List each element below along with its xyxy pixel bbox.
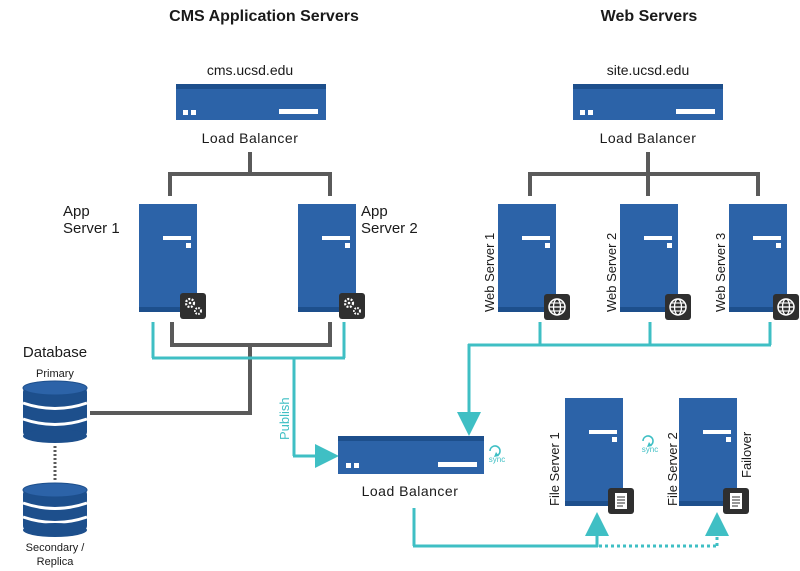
cms-domain: cms.ucsd.edu — [207, 62, 293, 78]
globe-icon — [544, 294, 570, 320]
sync-icon — [642, 435, 654, 447]
app-server-2-label-line1: App — [361, 203, 388, 220]
app-server-1-label-line2: Server 1 — [63, 220, 120, 237]
publish-label: Publish — [277, 397, 292, 440]
cms-heading: CMS Application Servers — [169, 8, 359, 25]
sync-icon — [489, 445, 501, 457]
sync-label: sync — [489, 455, 505, 464]
app-server-2-label-line2: Server 2 — [361, 220, 418, 237]
cms-load-balancer — [176, 84, 326, 120]
sync-label: sync — [642, 445, 658, 454]
failover-dotted-connector — [599, 512, 729, 548]
document-icon — [608, 488, 634, 514]
app-server-1-label-line1: App — [63, 203, 90, 220]
file-server-2-label: File Server 2 — [665, 432, 680, 506]
teal-connectors — [151, 322, 772, 548]
database-secondary-label-line1: Secondary / — [26, 542, 86, 554]
primary-database-icon — [22, 380, 88, 443]
web-server-3-label: Web Server 3 — [713, 233, 728, 312]
web-server-2-label: Web Server 2 — [604, 233, 619, 312]
gears-icon — [180, 293, 206, 319]
web-heading: Web Servers — [601, 8, 698, 25]
cms-load-balancer-label: Load Balancer — [202, 130, 299, 146]
database-title: Database — [23, 344, 87, 361]
web-load-balancer — [573, 84, 723, 120]
gray-connectors — [90, 152, 760, 415]
document-icon — [723, 488, 749, 514]
database-secondary-label-line2: Replica — [37, 556, 75, 568]
globe-icon — [773, 294, 799, 320]
shared-load-balancer-label: Load Balancer — [362, 483, 459, 499]
globe-icon — [665, 294, 691, 320]
gears-icon — [339, 293, 365, 319]
web-server-1-label: Web Server 1 — [482, 233, 497, 312]
database-primary-label: Primary — [36, 368, 74, 380]
web-server-1 — [498, 204, 556, 312]
shared-load-balancer — [338, 436, 484, 474]
secondary-database-icon — [22, 482, 88, 537]
file-server-1-label: File Server 1 — [547, 432, 562, 506]
web-domain: site.ucsd.edu — [607, 62, 690, 78]
web-load-balancer-label: Load Balancer — [600, 130, 697, 146]
failover-label: Failover — [739, 431, 754, 478]
